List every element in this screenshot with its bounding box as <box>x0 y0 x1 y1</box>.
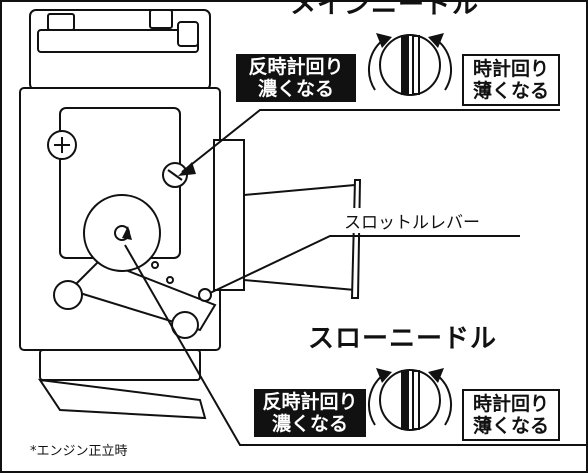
slow-needle-rotation-arrows <box>368 374 452 426</box>
main-cw-line2: 薄くなる <box>472 80 549 102</box>
main-cw-line1: 時計回り <box>472 58 549 80</box>
main-cw-label: 時計回り 薄くなる <box>462 54 560 106</box>
main-needle-rotation-arrows <box>368 39 452 91</box>
body-screw-icon <box>47 130 77 160</box>
slow-ccw-label: 反時計回り 濃くなる <box>254 389 366 437</box>
throttle-lever-label: スロットルレバー <box>342 208 482 233</box>
main-ccw-label: 反時計回り 濃くなる <box>236 54 356 102</box>
main-cw-arrowhead-icon <box>428 33 444 48</box>
leader-lines <box>124 109 588 446</box>
slow-cw-line1: 時計回り <box>472 393 549 415</box>
slow-needle-title: スローニードル <box>308 324 498 354</box>
slow-cw-line2: 薄くなる <box>472 415 549 437</box>
main-ccw-line2: 濃くなる <box>257 78 334 100</box>
slow-ccw-line1: 反時計回り <box>262 391 358 413</box>
slow-cw-label: 時計回り 薄くなる <box>462 389 560 441</box>
main-ccw-line1: 反時計回り <box>248 56 344 78</box>
leader-arrowheads <box>122 162 196 240</box>
slow-cw-arrowhead-icon <box>428 368 444 383</box>
main-needle-title: メインニードル <box>290 0 480 20</box>
main-needle-knob-icon <box>379 34 441 96</box>
main-ccw-arrowhead-icon <box>376 33 392 48</box>
slow-ccw-arrowhead-icon <box>376 368 392 383</box>
slow-needle-knob-icon <box>379 369 441 431</box>
orientation-note: *エンジン正立時 <box>30 444 128 459</box>
slow-ccw-line2: 濃くなる <box>271 413 348 435</box>
